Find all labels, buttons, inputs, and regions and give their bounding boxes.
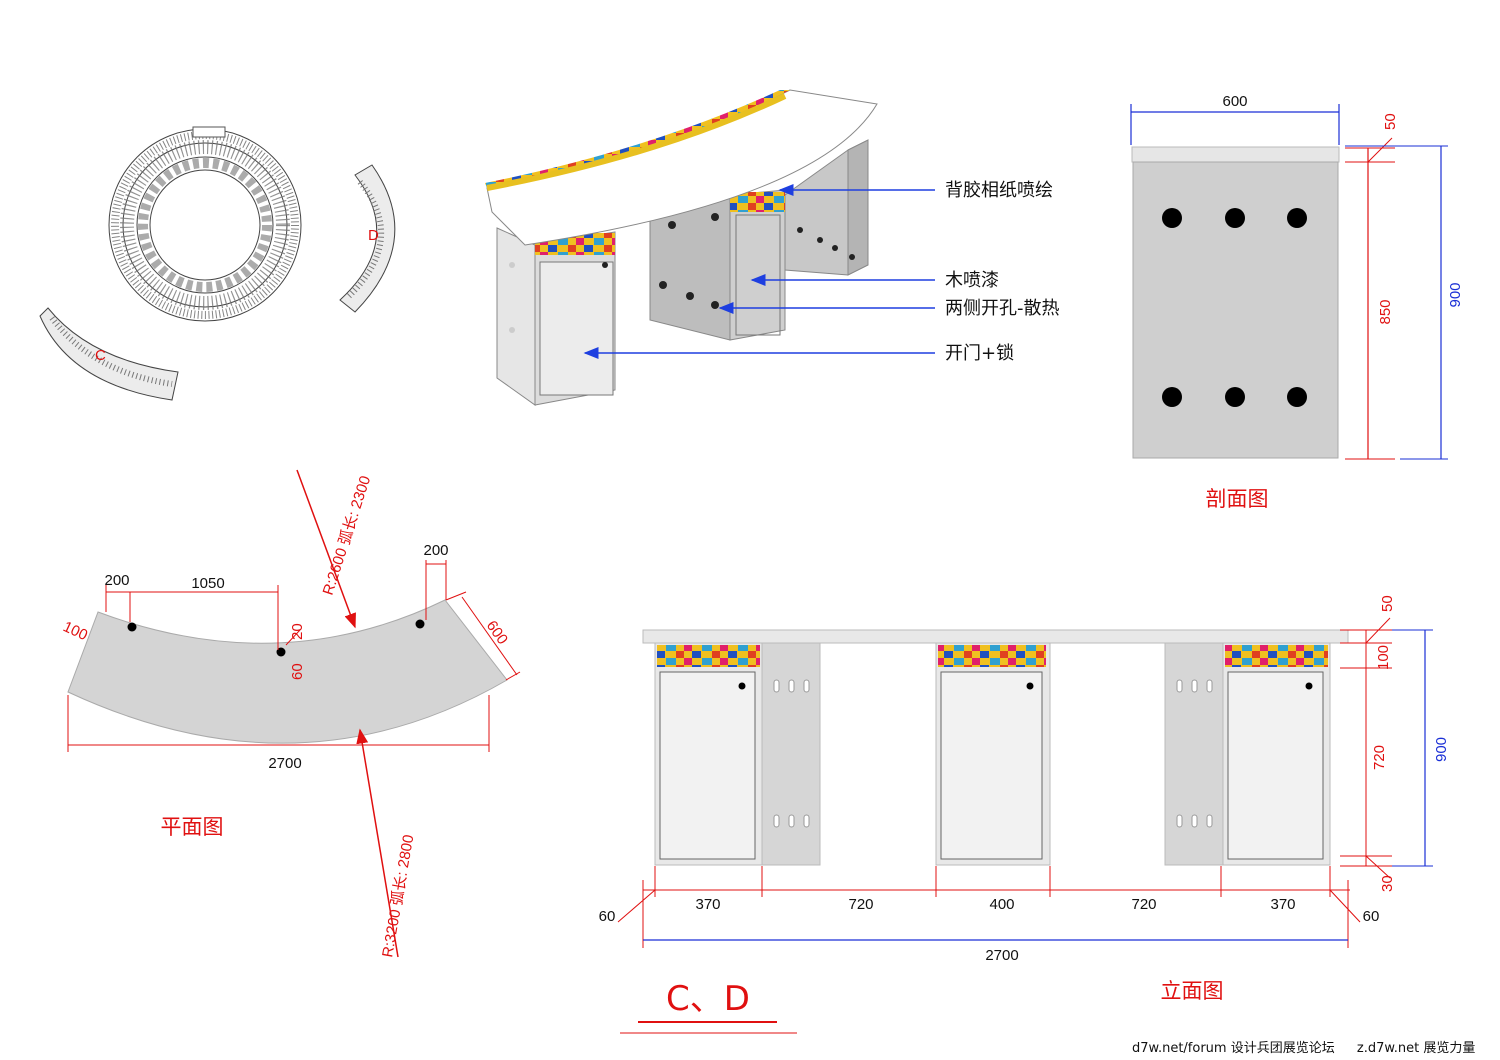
elev-top-dim: 50 [1379, 595, 1396, 612]
plan-left-margin-dim: 100 [60, 618, 90, 644]
plan-hole-dim-a: 20 [289, 623, 306, 640]
plan-view-title: 平面图 [161, 815, 224, 839]
plan-total-width-dim: 2700 [268, 755, 301, 772]
segment-c-label: C [95, 347, 106, 364]
side-vent-slots [773, 679, 1213, 828]
cabinet-left [654, 642, 821, 866]
section-width-dim: 600 [1222, 93, 1247, 110]
plan-hole-dim-b: 60 [289, 663, 306, 680]
callout-door-label: 开门+锁 [945, 343, 1014, 364]
callout-vent-label: 两侧开孔-散热 [945, 298, 1060, 319]
cabinet-right [1164, 642, 1331, 866]
elev-left-overhang-dim: 60 [599, 908, 616, 925]
segment-c-icon: C [39, 307, 179, 401]
drawing-label: C、D [620, 979, 797, 1034]
segment-d-icon: D [339, 164, 396, 313]
drawing-label-text: C、D [666, 979, 750, 1019]
desk-3d-render-icon [485, 89, 878, 406]
section-view: 600 50 850 900 剖面图 [1130, 93, 1464, 511]
section-top-dim: 50 [1382, 113, 1399, 130]
plan-depth-dim: 600 [483, 618, 511, 648]
elev-right-overhang-dim: 60 [1363, 908, 1380, 925]
elev-total-width-dim: 2700 [985, 947, 1018, 964]
section-view-title: 剖面图 [1206, 487, 1269, 511]
elev-seg-4-dim: 720 [1131, 896, 1156, 913]
footer: d7w.net/forum 设计兵团展览论坛 z.d7w.net 展览力量 [1132, 1037, 1493, 1056]
elevation-view-title: 立面图 [1161, 979, 1224, 1003]
render-callouts: 背胶相纸喷绘 木喷漆 两侧开孔-散热 开门+锁 [583, 180, 1060, 364]
footer-forum-text: d7w.net/forum 设计兵团展览论坛 [1132, 1041, 1335, 1056]
elev-frieze-dim: 100 [1375, 645, 1392, 670]
footer-site-text: z.d7w.net 展览力量 [1356, 1041, 1476, 1056]
elev-seg-1-dim: 370 [695, 896, 720, 913]
elev-seg-5-dim: 370 [1270, 896, 1295, 913]
plan-view: 200 1050 200 100 600 20 60 2700 R:2600 弧… [60, 469, 521, 959]
elevation-view: 370 720 400 720 370 60 60 2700 50 100 72… [599, 595, 1450, 1003]
plan-outer-radius-label: R:3200 弧长: 2800 [379, 833, 417, 958]
callout-paint-label: 木喷漆 [945, 270, 999, 291]
plan-left-offset-dim: 200 [104, 572, 129, 589]
plan-right-offset-dim: 200 [423, 542, 448, 559]
cabinet-center [935, 642, 1051, 866]
callout-print-label: 背胶相纸喷绘 [945, 180, 1053, 201]
plan-hole-spacing-dim: 1050 [191, 575, 224, 592]
circular-layout-plan-icon [108, 126, 302, 322]
segment-d-label: D [368, 227, 379, 244]
elev-cabinet-dim: 720 [1371, 745, 1388, 770]
plan-inner-radius-label: R:2600 弧长: 2300 [320, 474, 375, 597]
vent-holes [1162, 208, 1307, 407]
elev-seg-3-dim: 400 [989, 896, 1014, 913]
section-body-dim: 850 [1377, 299, 1394, 324]
elev-total-height-dim: 900 [1433, 737, 1450, 762]
section-total-dim: 900 [1447, 282, 1464, 307]
elev-seg-2-dim: 720 [848, 896, 873, 913]
elev-base-dim: 30 [1379, 875, 1396, 892]
